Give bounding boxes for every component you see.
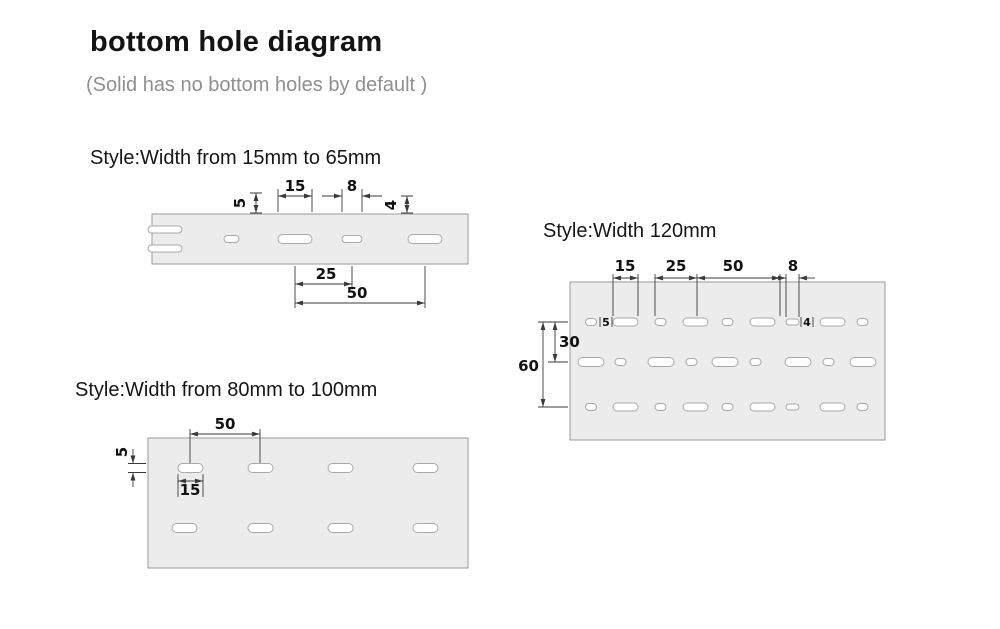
hole-slot xyxy=(277,234,313,244)
hole-slot xyxy=(784,357,812,367)
hole-slot xyxy=(682,402,709,412)
section-label-width-80-100: Style:Width from 80mm to 100mm xyxy=(75,379,378,401)
dim-15: 15 xyxy=(180,481,201,499)
extension-lines xyxy=(128,463,146,473)
extension-lines xyxy=(612,274,800,317)
hole-slot xyxy=(819,402,846,412)
hole-oval xyxy=(721,318,734,326)
dim-8: 8 xyxy=(347,177,357,195)
dim-30: 30 xyxy=(559,333,580,351)
dim-5: 5 xyxy=(113,447,131,457)
hole-oval xyxy=(654,318,667,326)
hole-oval xyxy=(654,403,667,411)
hole-slot xyxy=(171,523,198,533)
hole-slot xyxy=(577,357,605,367)
hole-oval xyxy=(856,403,869,411)
hole-slot xyxy=(247,523,274,533)
hole-slot xyxy=(647,357,675,367)
hole-oval xyxy=(585,318,597,326)
section-label-width-120: Style:Width 120mm xyxy=(543,220,717,242)
hole-slot-short xyxy=(341,235,363,243)
hole-slot xyxy=(327,463,354,473)
hole-oval xyxy=(822,358,835,366)
hole-slot xyxy=(682,317,709,327)
dim-15: 15 xyxy=(615,257,636,275)
dim-25: 25 xyxy=(316,265,337,283)
hole-slot xyxy=(612,402,639,412)
dim-25: 25 xyxy=(666,257,687,275)
dim-5: 5 xyxy=(231,198,249,208)
hole-oval-8 xyxy=(785,318,800,326)
extension-lines xyxy=(277,189,363,212)
dim-5: 5 xyxy=(602,316,610,329)
dim-50: 50 xyxy=(723,257,744,275)
hole-oval xyxy=(785,403,800,411)
hole-slot xyxy=(412,523,439,533)
hole-slot xyxy=(412,463,439,473)
tick-marks xyxy=(800,317,814,327)
edge-notch xyxy=(147,225,183,234)
dim-50: 50 xyxy=(215,415,236,433)
hole-slot xyxy=(849,357,877,367)
hole-slot xyxy=(247,463,274,473)
hole-oval xyxy=(749,358,762,366)
extension-lines xyxy=(177,474,204,497)
hole-slot xyxy=(177,463,204,473)
hole-oval xyxy=(585,403,597,411)
plate-120-diagram: 15 25 50 8 5 4 30 60 xyxy=(518,257,886,441)
hole-slot xyxy=(711,357,739,367)
hole-slot xyxy=(819,317,846,327)
hole-slot xyxy=(749,402,776,412)
hole-slot xyxy=(612,317,639,327)
plate-body xyxy=(147,437,469,569)
hole-slot xyxy=(749,317,776,327)
dim-50: 50 xyxy=(347,284,368,302)
hole-oval xyxy=(223,235,240,243)
hole-oval xyxy=(685,358,698,366)
plate-80-100-diagram: 50 5 15 xyxy=(113,415,469,569)
strip-15-65-diagram: 15 8 5 4 25 50 xyxy=(147,177,469,308)
dim-60: 60 xyxy=(518,357,539,375)
hole-slot xyxy=(327,523,354,533)
page-subtitle: (Solid has no bottom holes by default ) xyxy=(86,74,428,96)
page-title: bottom hole diagram xyxy=(90,26,383,58)
hole-slot xyxy=(407,234,443,244)
edge-notch xyxy=(147,244,183,253)
section-label-width-15-65: Style:Width from 15mm to 65mm xyxy=(90,147,382,169)
hole-oval xyxy=(856,318,869,326)
dim-15: 15 xyxy=(285,177,306,195)
dim-8: 8 xyxy=(788,257,798,275)
dim-4: 4 xyxy=(382,200,400,210)
hole-oval xyxy=(614,358,627,366)
dim-4: 4 xyxy=(803,316,811,329)
hole-oval xyxy=(721,403,734,411)
tick-marks xyxy=(599,317,613,327)
